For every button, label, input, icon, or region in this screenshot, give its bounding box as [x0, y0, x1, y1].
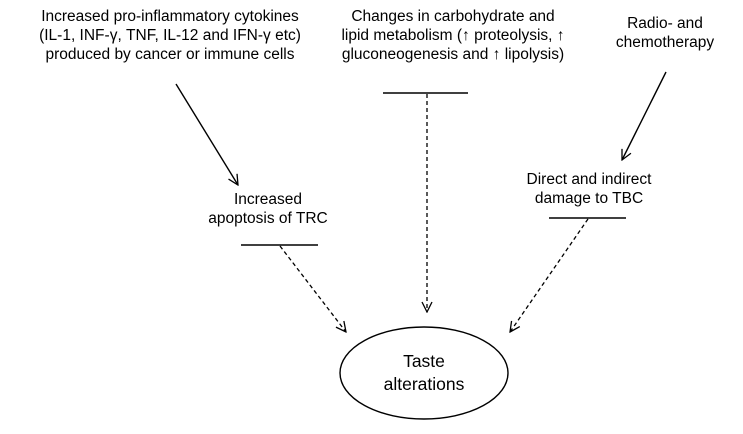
metabolism-line-3: gluconeogenesis and ↑ lipolysis) [341, 46, 565, 63]
metabolism-label: Changes in carbohydrate and lipid metabo… [328, 7, 578, 64]
damage-line-1: Direct and indirect [526, 171, 652, 188]
taste-line-1: Taste [403, 351, 445, 371]
apoptosis-line-2: apoptosis of TRC [208, 210, 328, 227]
apoptosis-label: Increased apoptosis of TRC [198, 190, 338, 228]
dashed-arrow-apoptosis-to-taste [279, 245, 346, 332]
taste-alterations-label: Taste alterations [334, 350, 514, 396]
taste-alterations-ellipse [339, 326, 509, 420]
cytokines-line-3: produced by cancer or immune cells [45, 46, 295, 63]
dashed-arrow-damage-to-taste [510, 218, 589, 332]
damage-label: Direct and indirect damage to TBC [514, 170, 664, 208]
arrow-radio-to-damage [622, 71, 667, 160]
metabolism-line-2: lipid metabolism (↑ proteolysis, ↑ [341, 27, 565, 44]
radio-line-1: Radio- and [627, 15, 703, 32]
cytokines-line-1: Increased pro-inflammatory cytokines [41, 8, 299, 25]
radio-line-2: chemotherapy [615, 34, 715, 51]
arrow-cytokines-to-apoptosis [175, 83, 238, 185]
cytokines-label: Increased pro-inflammatory cytokines (IL… [0, 7, 340, 64]
damage-line-2: damage to TBC [534, 190, 644, 207]
metabolism-line-1: Changes in carbohydrate and [351, 8, 555, 25]
cytokines-line-2: (IL-1, INF-γ, TNF, IL-12 and IFN-γ etc) [39, 27, 301, 44]
taste-line-2: alterations [383, 374, 465, 394]
radio-chemotherapy-label: Radio- and chemotherapy [600, 14, 730, 52]
apoptosis-line-1: Increased [233, 191, 303, 208]
